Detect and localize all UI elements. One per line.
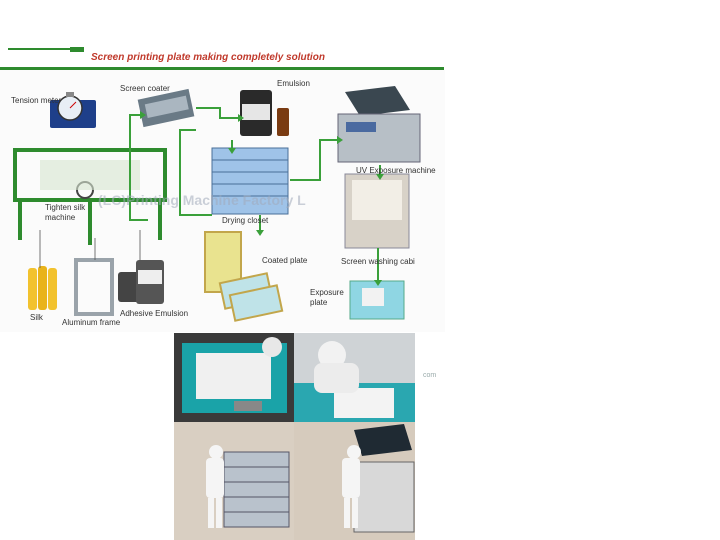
label-emulsion: Emulsion	[277, 79, 310, 88]
photo-coating-frame	[174, 333, 294, 422]
label-adhesive-emulsion: Adhesive Emulsion	[120, 309, 188, 318]
label-exposure-plate: Exposure plate	[310, 288, 350, 308]
photo-exposure-machine	[294, 422, 415, 540]
silk-image	[28, 266, 57, 310]
label-silk: Silk	[30, 313, 43, 322]
label-drying-closet: Drying closet	[222, 216, 268, 225]
watermark-small: com	[423, 372, 436, 379]
exposure-plate-image	[350, 281, 404, 319]
label-tighten-machine: Tighten silk machine	[45, 203, 95, 223]
page-title: Screen printing plate making completely …	[91, 52, 325, 63]
label-aluminum-frame: Aluminum frame	[62, 318, 120, 327]
label-coated-plate: Coated plate	[262, 256, 307, 265]
title-rule-thick	[70, 47, 84, 52]
label-screen-washing: Screen washing cabi	[341, 257, 415, 266]
screen-washing-image	[345, 174, 409, 248]
label-uv-exposure: UV Exposure machine	[356, 166, 436, 175]
photo-worker-inspecting	[294, 333, 415, 422]
label-screen-coater: Screen coater	[120, 84, 170, 93]
title-rule-thin	[8, 48, 72, 50]
photo-drying-closet	[174, 422, 294, 540]
watermark: (LC)Printing Machine Factory L	[98, 192, 306, 208]
label-tension-meter: Tension meter	[11, 96, 61, 105]
